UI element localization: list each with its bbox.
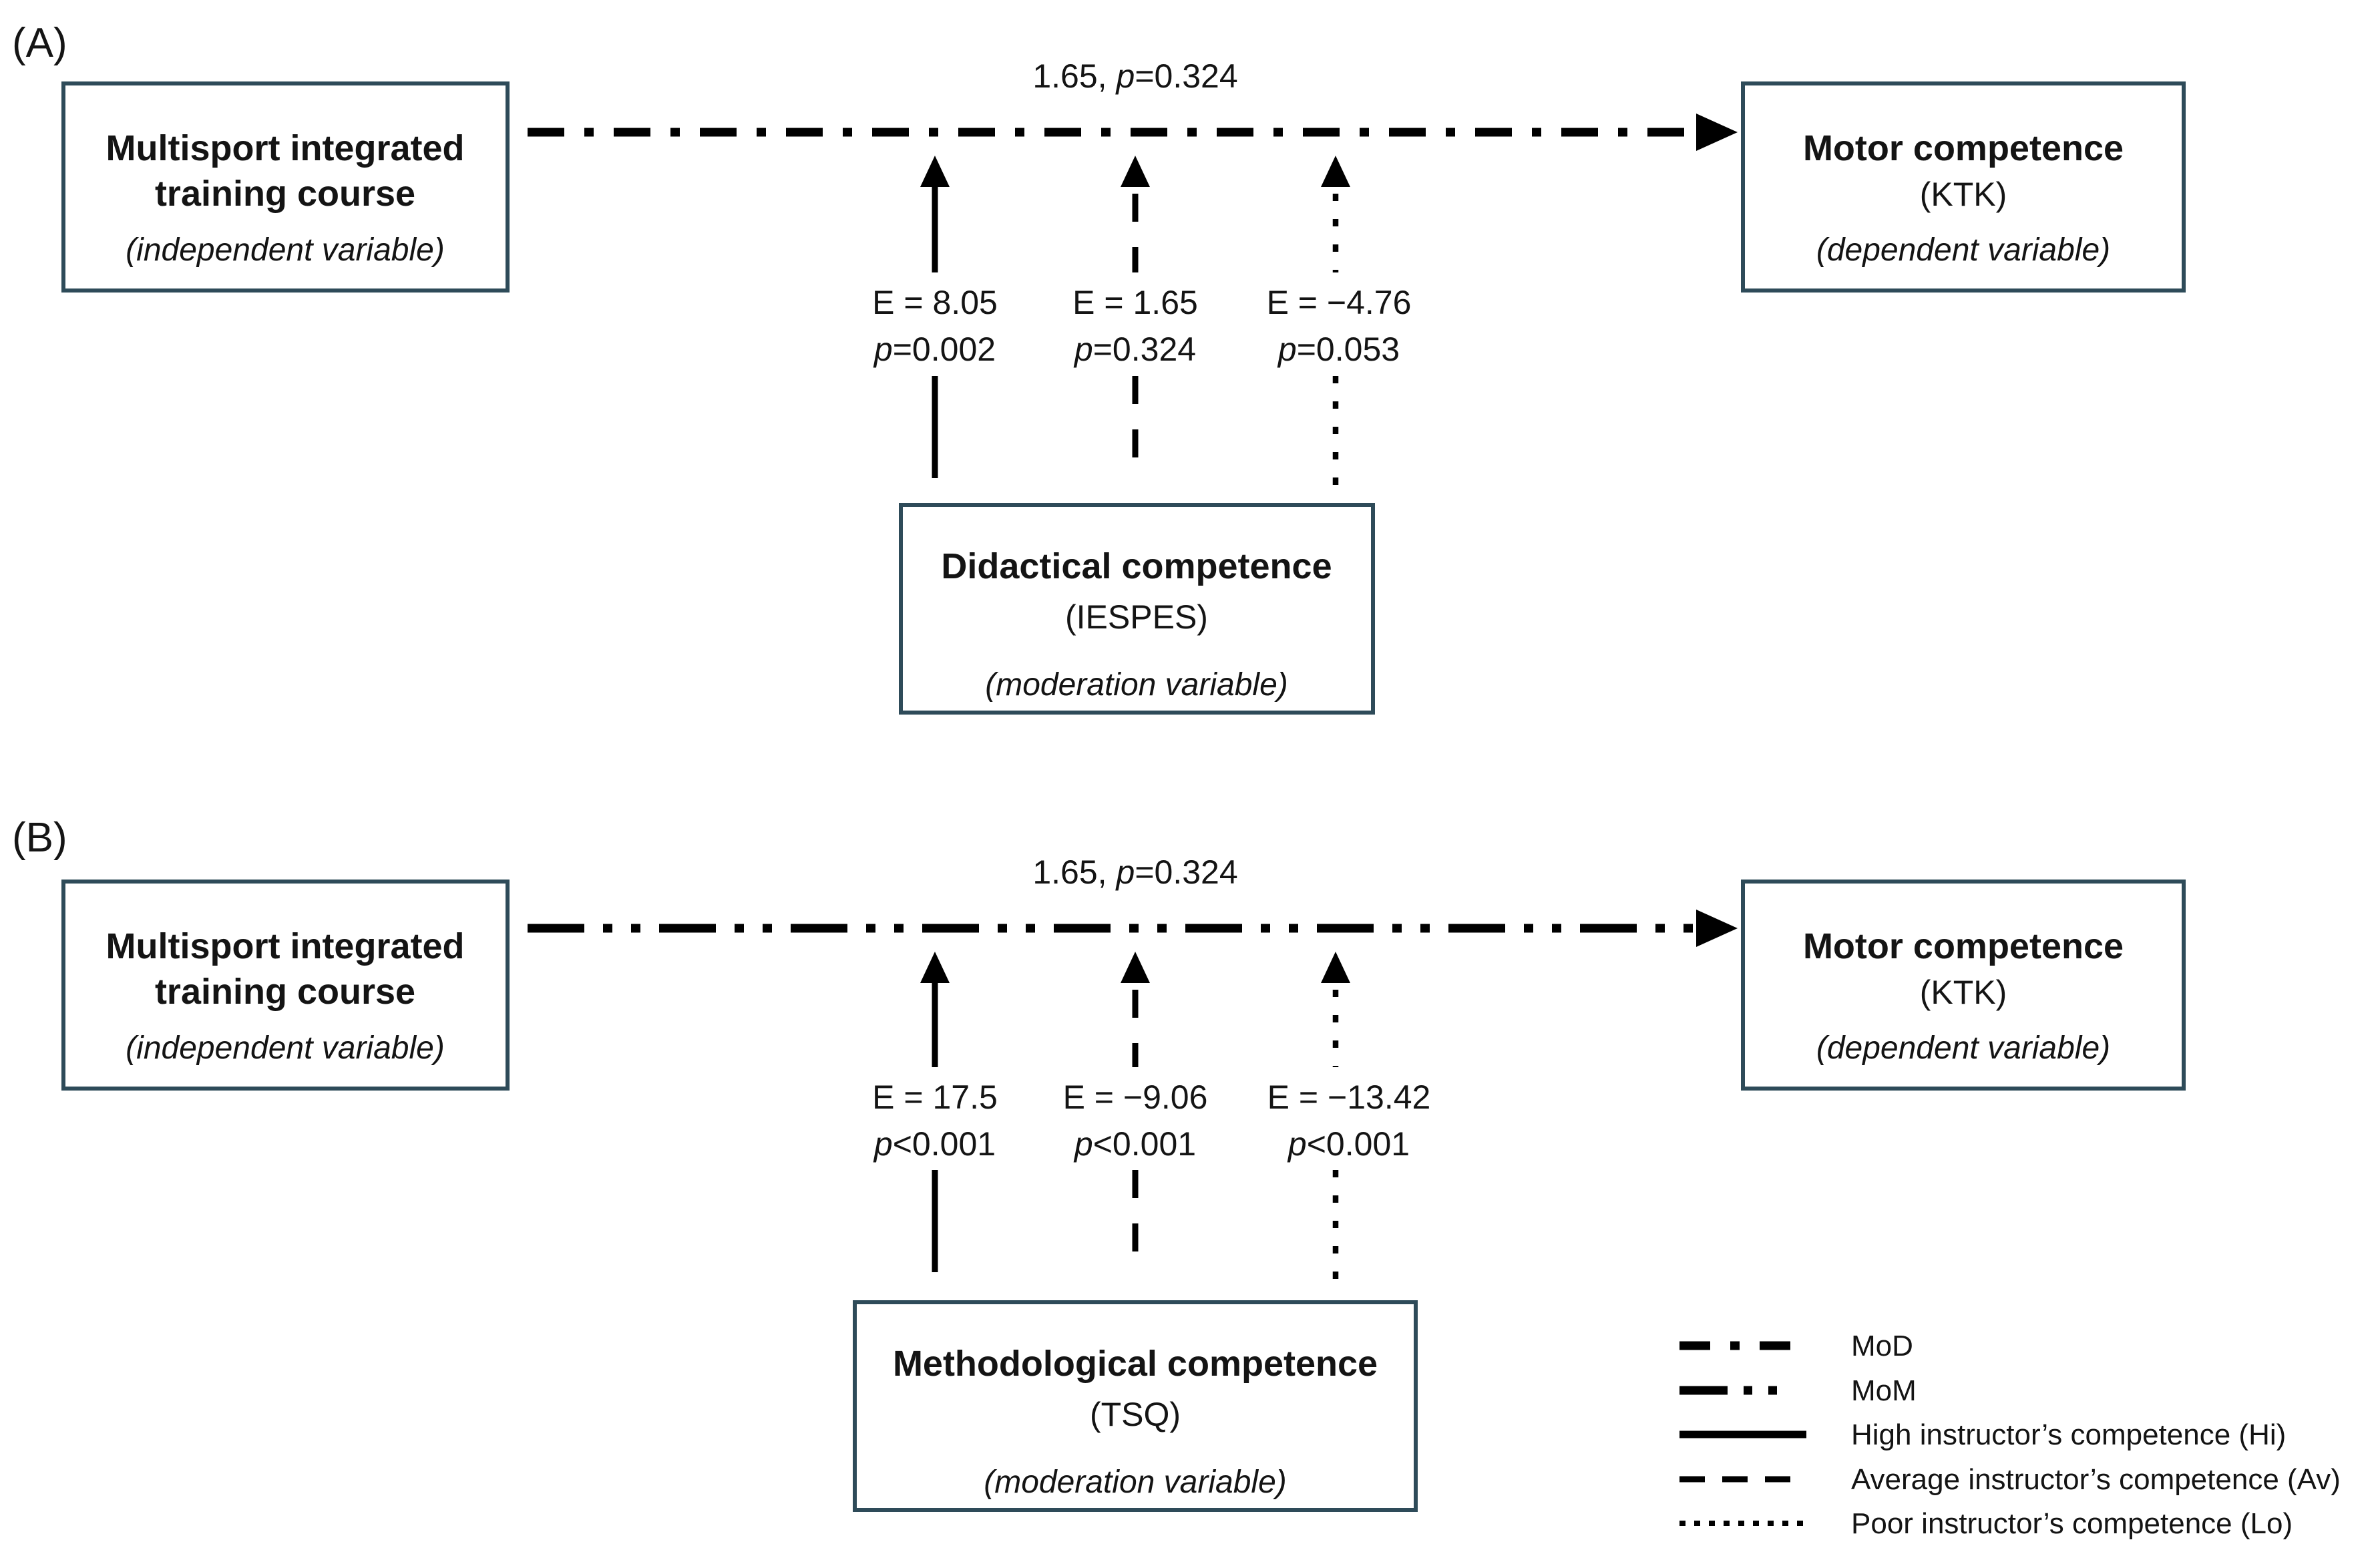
effect-label-a-lo-p: p=0.053 [1277,331,1400,368]
effect-label-b-av-e: E = −9.06 [1063,1079,1208,1116]
arrowhead-up-icon [920,952,950,983]
independent-variable-box-b [61,880,510,1091]
legend-item-mom: MoM [1679,1374,1917,1407]
legend: MoD MoM High instructor’s competence (Hi… [1679,1330,2341,1540]
dependent-box-b-code: (KTK) [1920,974,2007,1011]
moderator-box-a-code: (IESPES) [1065,598,1208,636]
moderator-box-b-code: (TSQ) [1090,1396,1181,1433]
dependent-box-a-title: Motor competence [1803,128,2124,168]
arrowhead-up-icon [1321,952,1350,983]
effect-label-b-hi-p: p<0.001 [873,1125,996,1163]
direct-path-label-a: 1.65,p=0.324 [1032,57,1237,95]
legend-label-high: High instructor’s competence (Hi) [1851,1418,2286,1451]
effect-label-b-lo-e: E = −13.42 [1267,1079,1431,1116]
effect-label-a-hi-e: E = 8.05 [872,284,998,321]
dependent-box-a-role: (dependent variable) [1816,232,2110,268]
independent-box-a-title-line1: Multisport integrated [106,128,465,168]
legend-item-high-competence: High instructor’s competence (Hi) [1679,1418,2286,1451]
dependent-box-b-role: (dependent variable) [1816,1030,2110,1066]
direct-path-arrowhead-a [1696,114,1738,151]
direct-path-label-b: 1.65,p=0.324 [1032,853,1237,891]
panel-a: (A) Multisport integrated training cours… [12,20,2186,715]
direct-path-arrowhead-b [1696,910,1738,947]
effect-arrow-dashed-b [1121,952,1150,1272]
arrowhead-up-icon [1121,156,1150,187]
independent-box-b-title-line1: Multisport integrated [106,926,465,966]
arrowhead-up-icon [920,156,950,187]
effect-arrow-solid-a [920,156,950,478]
moderator-box-b-role: (moderation variable) [984,1465,1287,1500]
independent-box-a-role: (independent variable) [126,232,445,268]
moderator-box-a-role: (moderation variable) [985,667,1288,703]
legend-label-average: Average instructor’s competence (Av) [1851,1463,2341,1496]
dependent-variable-box-b [1741,880,2186,1091]
independent-box-a-title-line2: training course [155,174,415,214]
dependent-box-b-title: Motor competence [1803,926,2124,966]
arrowhead-up-icon [1121,952,1150,983]
effect-arrow-solid-b [920,952,950,1272]
panel-b: (B) Multisport integrated training cours… [12,815,2186,1512]
legend-item-mod: MoD [1679,1330,1913,1362]
legend-label-mom: MoM [1851,1374,1917,1407]
legend-item-poor-competence: Poor instructor’s competence (Lo) [1679,1507,2293,1540]
effect-label-b-hi-e: E = 17.5 [872,1079,998,1116]
arrowhead-up-icon [1321,156,1350,187]
dependent-box-a-code: (KTK) [1920,176,2007,213]
panel-a-label: (A) [12,20,67,66]
legend-item-average-competence: Average instructor’s competence (Av) [1679,1463,2341,1496]
legend-label-poor: Poor instructor’s competence (Lo) [1851,1507,2293,1540]
moderator-box-a-title: Didactical competence [941,546,1332,586]
independent-box-b-role: (independent variable) [126,1030,445,1066]
effect-arrow-dashed-a [1121,156,1150,478]
effect-label-b-av-p: p<0.001 [1073,1125,1196,1163]
panel-b-label: (B) [12,815,67,861]
independent-variable-box-a [61,81,510,293]
effect-label-a-lo-e: E = −4.76 [1267,284,1412,321]
effect-label-a-av-p: p=0.324 [1073,331,1196,368]
effect-arrow-dotted-a [1321,156,1350,494]
moderator-box-b [853,1300,1418,1512]
independent-box-b-title-line2: training course [155,972,415,1012]
effect-label-a-hi-p: p=0.002 [873,331,996,368]
effect-label-a-av-e: E = 1.65 [1072,284,1198,321]
effect-label-b-lo-p: p<0.001 [1287,1125,1410,1163]
dependent-variable-box-a [1741,81,2186,293]
moderator-box-a [899,503,1375,715]
legend-label-mod: MoD [1851,1330,1913,1362]
moderator-box-b-title: Methodological competence [893,1344,1378,1384]
effect-arrow-dotted-b [1321,952,1350,1290]
